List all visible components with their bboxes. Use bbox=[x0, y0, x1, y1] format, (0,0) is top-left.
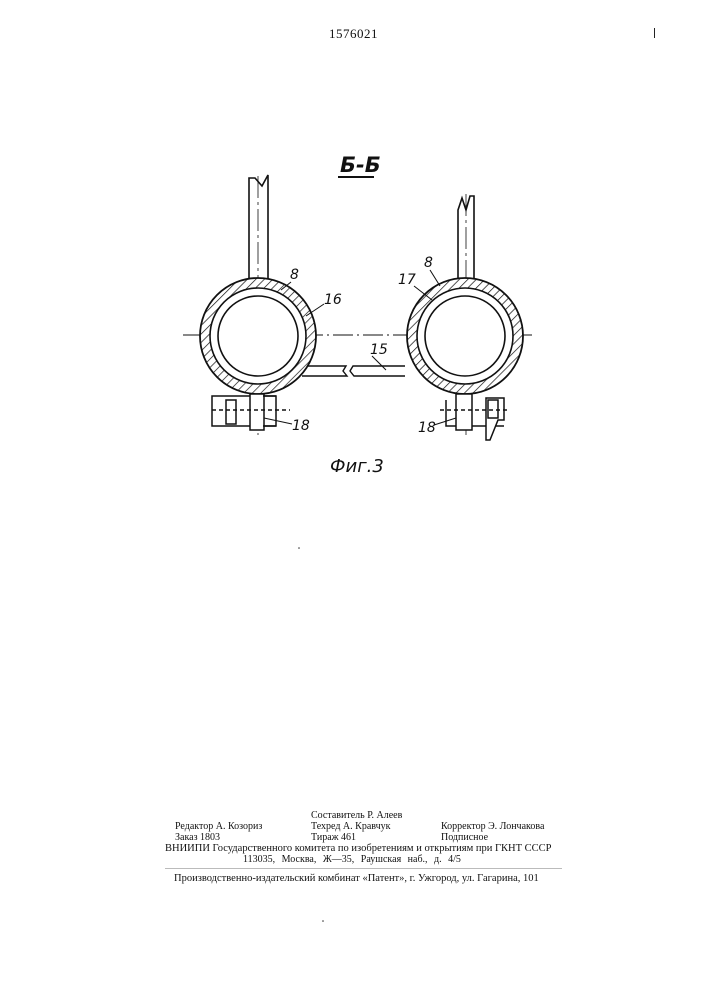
connecting-bar bbox=[302, 366, 405, 376]
scan-dot bbox=[298, 547, 300, 549]
callout-8-left: 8 bbox=[290, 267, 299, 283]
scan-dot bbox=[322, 920, 324, 922]
callout-15: 15 bbox=[370, 342, 388, 358]
figure-caption: Фиг.3 bbox=[330, 456, 384, 477]
callout-18-right: 18 bbox=[418, 420, 436, 436]
callout-18-left: 18 bbox=[292, 418, 310, 434]
left-clamp bbox=[212, 394, 290, 430]
callout-17: 17 bbox=[398, 272, 416, 288]
left-pipe bbox=[200, 278, 316, 394]
callout-8-right: 8 bbox=[424, 255, 433, 271]
callout-16: 16 bbox=[324, 292, 342, 308]
section-label: Б-Б bbox=[340, 153, 381, 177]
right-clamp bbox=[440, 394, 510, 440]
right-pipe bbox=[407, 278, 523, 394]
